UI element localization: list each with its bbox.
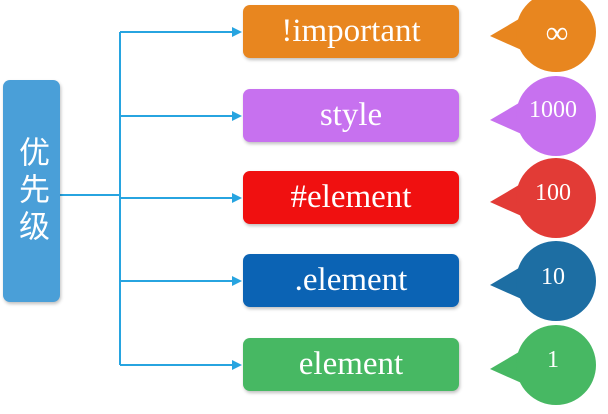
weight-bubble-2 — [490, 158, 596, 238]
level-pill-important: !important — [243, 5, 459, 58]
weight-label-class: 10 — [541, 264, 565, 290]
level-pill-style: style — [243, 89, 459, 142]
level-label: .element — [294, 262, 408, 298]
bubble-circle — [516, 241, 596, 321]
weight-bubble-1 — [490, 76, 596, 156]
weight-label-important: ∞ — [545, 14, 569, 50]
bubble-circle — [516, 0, 596, 72]
weight-bubble-3 — [490, 241, 596, 321]
level-label: !important — [281, 13, 421, 49]
level-label: element — [298, 346, 404, 382]
weight-bubble-4 — [490, 325, 596, 405]
weight-label-style: 1000 — [529, 97, 577, 123]
bubble-circle — [516, 325, 596, 405]
level-pill-class: .element — [243, 254, 459, 307]
weight-bubble-0 — [490, 0, 596, 72]
bubble-circle — [516, 158, 596, 238]
bubble-circle — [516, 76, 596, 156]
level-label: #element — [290, 179, 412, 215]
weight-label-element: 1 — [547, 347, 559, 373]
level-pill-id: #element — [243, 171, 459, 224]
priority-root-label: 优先级 — [13, 135, 49, 247]
priority-root-box: 优先级 — [3, 80, 60, 302]
level-pill-element: element — [243, 338, 459, 391]
weight-label-id: 100 — [535, 180, 571, 206]
level-label: style — [319, 97, 383, 133]
